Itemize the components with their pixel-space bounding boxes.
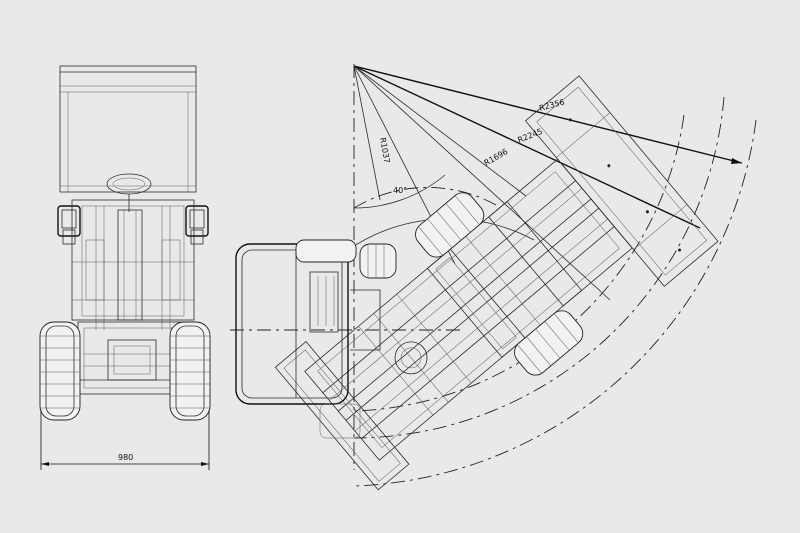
- front-view: 980: [39, 65, 211, 470]
- rops-frame: [59, 65, 197, 193]
- angle-label: 40°: [393, 186, 407, 195]
- steering-wheel: [106, 173, 152, 195]
- width-dimension-label: 980: [118, 453, 133, 462]
- turning-arcs: [353, 96, 757, 487]
- rotated-wheel-lower-rear: [514, 310, 584, 376]
- rotated-wheel-upper-rear: [415, 192, 485, 258]
- chassis-body: [71, 199, 195, 330]
- radius-label-mid: R2245: [516, 127, 543, 145]
- radius-label-inner: R1696: [483, 147, 510, 168]
- left-headlight: [57, 205, 81, 245]
- rear-body: [235, 239, 397, 439]
- bucket: [524, 75, 719, 287]
- radius-lines: [353, 65, 743, 301]
- radius-label-vertical: R1037: [378, 137, 391, 164]
- angle-arc: [353, 174, 446, 209]
- left-wheel: [39, 321, 81, 421]
- width-dimension: [40, 410, 210, 470]
- turning-radius-view: R2356 R2245 R1696 R1037 40°: [230, 64, 757, 491]
- right-headlight: [185, 205, 209, 245]
- right-wheel: [169, 321, 211, 421]
- rotated-loader: [274, 75, 719, 491]
- radius-label-outer: R2356: [538, 98, 565, 113]
